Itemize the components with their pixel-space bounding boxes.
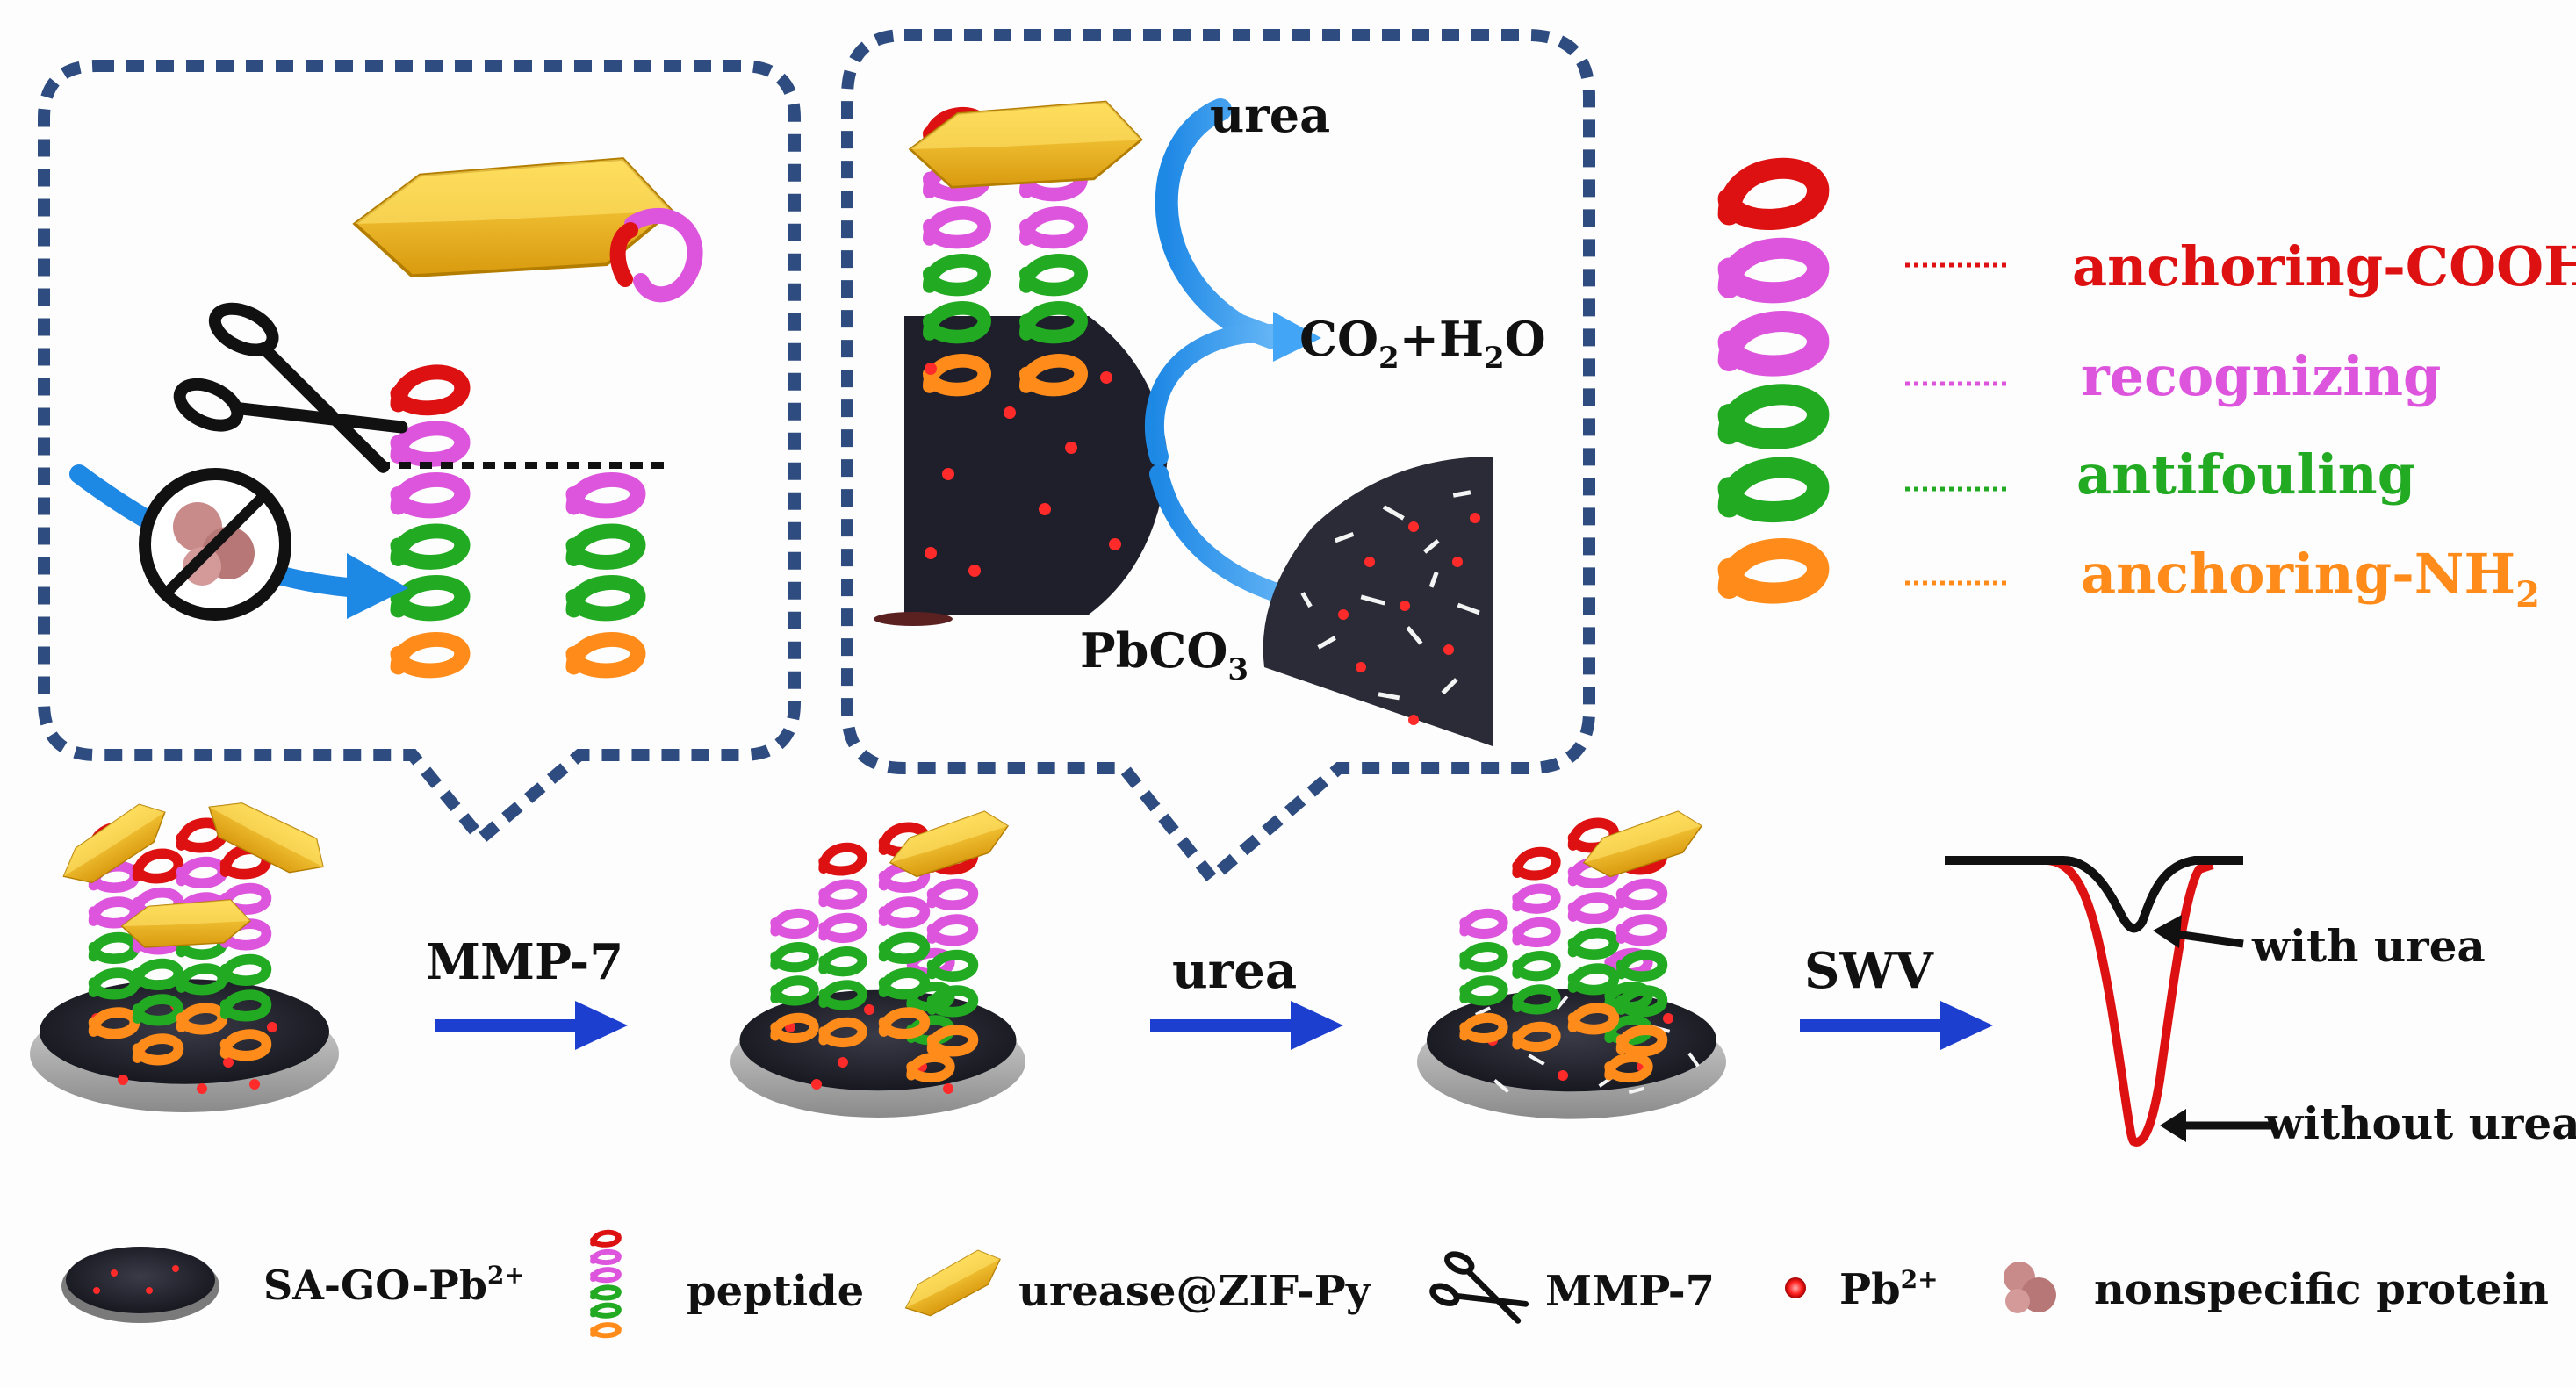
electrode-disc-icon xyxy=(1417,805,1726,1119)
cleaved-fragment xyxy=(624,207,703,303)
legend-urease-icon xyxy=(896,1242,1011,1325)
legend-scissors-icon xyxy=(1429,1251,1529,1324)
process-arrow-2 xyxy=(1150,1001,1343,1050)
helix-peptide-icon xyxy=(1729,169,1817,593)
legend-pb-label: Pb2+ xyxy=(1839,1265,1939,1314)
legend-anchoring-nh2: anchoring-NH2 xyxy=(2081,542,2540,615)
step-urea-label: urea xyxy=(1172,942,1297,1000)
legend-anchoring-cooh: anchoring-COOH xyxy=(2072,234,2576,298)
process-arrow-3 xyxy=(1800,1001,1993,1050)
legend-urease-label: urease@ZIF-Py xyxy=(1018,1267,1372,1316)
legend-electrode-icon xyxy=(61,1247,219,1323)
products-label: CO2+H2O xyxy=(1299,311,1546,376)
legend-antifouling: antifouling xyxy=(2076,442,2415,507)
electrode-disc-icon xyxy=(730,805,1025,1118)
pb-dots-half-disc xyxy=(925,363,1121,577)
process-arrow-1 xyxy=(435,1001,628,1050)
legend-protein-icon xyxy=(2004,1262,2056,1313)
legend-mmp-label: MMP-7 xyxy=(1545,1267,1715,1316)
pbco3-label: PbCO3 xyxy=(1080,622,1248,687)
legend-recognizing: recognizing xyxy=(2081,344,2441,408)
pbco3-half-disc xyxy=(1263,457,1493,746)
scissors-icon xyxy=(173,302,408,473)
legend-peptide-label: peptide xyxy=(687,1267,864,1316)
reaction-urea-label: urea xyxy=(1210,87,1330,143)
legend-pb-icon xyxy=(1785,1277,1806,1298)
legend-protein-label: nonspecific protein xyxy=(2094,1265,2549,1314)
no-entry-icon xyxy=(139,468,291,621)
electrode-half-disc xyxy=(874,316,1168,626)
legend-peptide-icon xyxy=(594,1233,619,1336)
step-swv-label: SWV xyxy=(1804,942,1934,1000)
step-mmp7-label: MMP-7 xyxy=(426,933,623,991)
swv-without-urea-label: without urea xyxy=(2264,1097,2576,1149)
legend-electrode-label: SA-GO-Pb2+ xyxy=(263,1261,525,1309)
electrode-disc-icon xyxy=(29,783,339,1112)
swv-with-urea-label: with urea xyxy=(2251,920,2486,972)
swv-curves xyxy=(1945,856,2274,1147)
